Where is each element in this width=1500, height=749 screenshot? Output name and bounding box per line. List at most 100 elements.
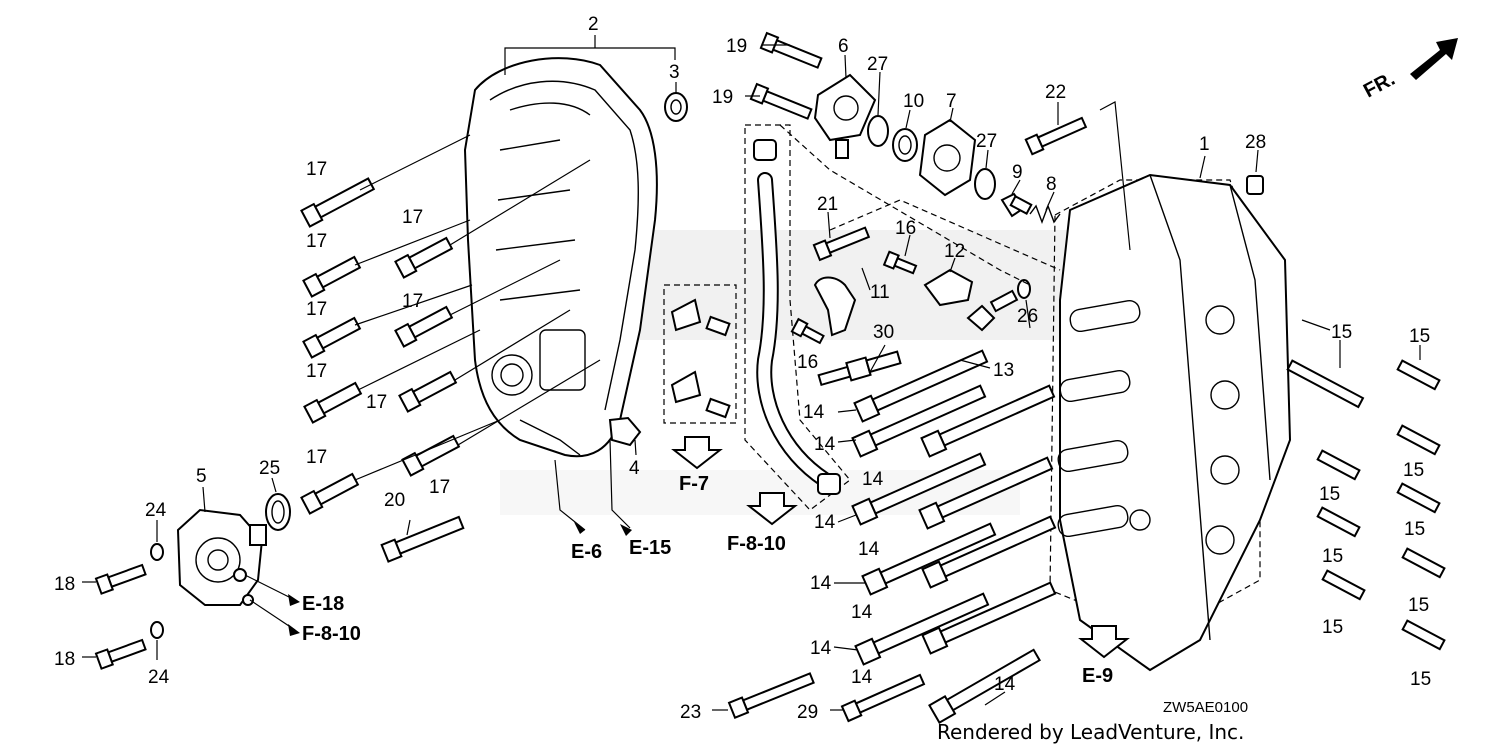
callout-8: 8 [1046,174,1057,195]
clip-11[interactable] [813,276,857,337]
bolts-17-leader-lines [354,134,601,481]
ref-arrow-e15[interactable] [609,439,632,536]
ref-label-e15: E-15 [629,537,671,559]
callout-17-d: 17 [402,291,423,312]
callout-16-b: 16 [797,352,818,373]
credit-text: Rendered by LeadVenture, Inc. [937,720,1244,744]
bolt-18-upper[interactable] [94,562,147,595]
thermostat-10[interactable] [892,128,918,162]
bolt-18-lower[interactable] [94,637,147,670]
bracket-group-box [663,284,737,424]
ref-arrow-e6[interactable] [554,459,586,534]
callout-17-h: 17 [306,447,327,468]
callout-22: 22 [1045,82,1066,103]
cylinder-head-1[interactable] [1049,173,1292,672]
dowel-28[interactable] [1246,175,1264,195]
bracket-lower[interactable] [670,370,731,419]
ref-label-e6: E-6 [571,541,602,563]
front-marker: FR. [1360,68,1399,103]
ref-arrow-e9[interactable] [1078,625,1130,659]
bolt-21[interactable] [812,225,871,262]
bolt-16-upper[interactable] [882,250,918,276]
callout-17-e: 17 [306,299,327,320]
bolt-20[interactable] [380,514,465,563]
callout-14-f: 14 [810,573,832,594]
bracket-upper[interactable] [670,298,731,337]
callout-10: 10 [903,91,924,112]
callout-5: 5 [196,466,207,487]
bolt-16-lower[interactable] [790,317,825,345]
callout-15-g: 15 [1408,595,1429,616]
gasket-25[interactable] [265,493,291,531]
ref-arrow-f810-top[interactable] [746,492,798,526]
hose[interactable] [753,139,841,495]
cover-bolts-17[interactable] [300,176,461,515]
ref-label-f7: F-7 [679,473,709,495]
callout-27-b: 27 [976,131,997,152]
callout-15-a: 15 [1331,322,1352,343]
ref-arrow-f810-left[interactable] [249,599,300,636]
reference-labels[interactable]: E-6 E-15 F-7 F-8-10 E-18 F-8-10 E-9 [302,473,1113,687]
cylinder-head-cover[interactable] [463,57,658,458]
bolt-19-upper[interactable] [759,31,823,70]
callout-14-g: 14 [851,602,873,623]
ref-arrow-e18[interactable] [244,574,300,606]
bracket-12[interactable] [923,268,974,307]
callout-30: 30 [873,322,894,343]
callout-15-b: 15 [1409,326,1430,347]
washer-24-lower[interactable] [150,621,164,639]
callout-14-c: 14 [862,469,884,490]
callout-17-b: 17 [402,207,423,228]
callout-11: 11 [870,282,890,303]
ref-label-e9: E-9 [1082,665,1113,687]
water-pump-5[interactable] [176,508,267,606]
head-bolts-14[interactable] [851,347,1057,725]
callout-14-d: 14 [814,512,836,533]
callout-14-a: 14 [803,402,825,423]
bolt-29[interactable] [840,672,926,723]
callout-20: 20 [384,490,405,511]
o-ring-27-lower[interactable] [974,168,996,200]
callout-13: 13 [993,360,1014,381]
callout-18-b: 18 [54,649,75,670]
callout-24-b: 24 [148,667,170,688]
studs-15[interactable] [1286,359,1446,651]
ref-arrow-f7[interactable] [671,436,723,470]
bolt-23[interactable] [727,671,815,719]
bolt-22[interactable] [1024,115,1088,156]
valve-9[interactable] [1000,192,1033,218]
callout-1: 1 [1199,134,1210,155]
callout-27-a: 27 [867,54,888,75]
callout-15-e: 15 [1404,519,1425,540]
callout-9: 9 [1012,162,1023,183]
callout-17-f: 17 [306,361,327,382]
callout-12: 12 [944,241,965,262]
thermostat-housing-7[interactable] [918,118,977,197]
callout-labels: 1 2 3 4 5 6 7 8 9 10 11 12 13 14 14 14 1… [54,14,1431,723]
callout-15-f: 15 [1322,546,1343,567]
sensor-13[interactable] [966,289,1019,332]
callout-4: 4 [629,458,640,479]
callout-14-h: 14 [810,638,832,659]
spark-plug-30[interactable] [817,349,902,389]
callout-19-b: 19 [712,87,733,108]
callout-16-a: 16 [895,218,916,239]
head-ports [1057,299,1240,555]
callout-3: 3 [669,62,680,83]
o-ring-27-upper[interactable] [867,115,889,147]
washer-24-upper[interactable] [150,543,164,561]
front-arrow [1410,38,1458,80]
cover-seal-3[interactable] [664,92,688,122]
callout-21: 21 [817,194,838,215]
callout-23: 23 [680,702,701,723]
bolt-19-lower[interactable] [749,82,813,121]
callout-25: 25 [259,458,280,479]
callout-14-e: 14 [858,539,880,560]
ref-label-f810-left: F-8-10 [302,623,361,645]
callout-17-g: 17 [366,392,387,413]
thermostat-cover-6[interactable] [813,73,877,159]
leader-lines [82,35,1421,711]
cover-fitting-4[interactable] [608,416,642,447]
plug-26[interactable] [1017,279,1031,299]
callout-24-a: 24 [145,500,167,521]
